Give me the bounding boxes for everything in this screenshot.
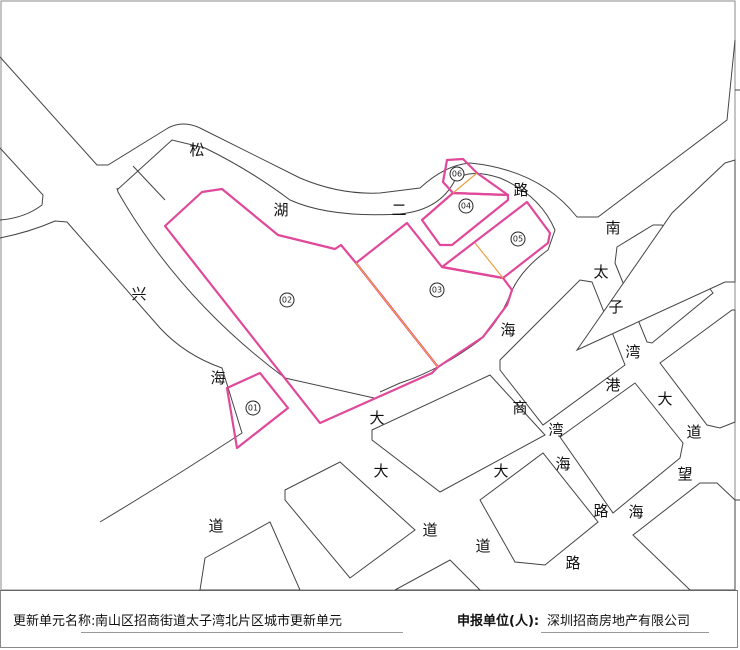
map-frame — [0, 0, 736, 590]
parcel-02-boundary — [163, 187, 440, 425]
road-label: 海 — [210, 369, 225, 387]
road-label: 大 — [657, 390, 672, 408]
parcel-03-boundary — [354, 221, 514, 369]
road-label: 商 — [512, 399, 527, 417]
road-label: 大 — [369, 409, 384, 427]
road-label: 兴 — [131, 285, 146, 303]
road-label: 子 — [608, 298, 623, 316]
svg-text:02: 02 — [282, 296, 292, 305]
parcel-label-06[interactable]: 06 — [449, 166, 465, 182]
unit-name-label: 更新单元名称: — [13, 614, 96, 629]
road-label: 海 — [555, 455, 570, 473]
road-label: 港 — [605, 376, 620, 394]
road-labels: 松 湖 二 路 南 太 子 湾 港 大 道 望 海 兴 海 海 大 商 湾 海 … — [131, 141, 701, 572]
road-label: 松 — [189, 141, 204, 159]
road-label: 道 — [422, 521, 437, 539]
parcel-label-01[interactable]: 01 — [245, 400, 261, 416]
svg-text:05: 05 — [513, 235, 523, 244]
road-label: 望 — [677, 465, 692, 483]
road-label: 路 — [593, 502, 608, 520]
parcel-labels: 01 02 03 04 05 06 — [245, 166, 526, 416]
road-label: 海 — [628, 503, 643, 521]
city-blocks — [199, 159, 736, 590]
parcel-label-02[interactable]: 02 — [279, 292, 295, 308]
road-label: 海 — [500, 321, 515, 339]
road-label: 大 — [373, 462, 388, 480]
road-label: 湾 — [625, 343, 640, 361]
road-label: 湾 — [548, 421, 563, 439]
road-label: 太 — [593, 263, 608, 281]
svg-text:04: 04 — [461, 202, 471, 211]
parcel-divider — [452, 172, 478, 194]
road-label: 路 — [513, 181, 528, 199]
parcel-divider — [474, 242, 504, 279]
svg-text:06: 06 — [452, 170, 462, 179]
road-label: 路 — [565, 554, 580, 572]
urban-renewal-map: 01 02 03 04 05 06 松 湖 二 路 南 太 子 湾 港 大 道 … — [0, 0, 740, 590]
unit-name-value: 南山区招商街道太子湾北片区城市更新单元 — [81, 610, 403, 633]
svg-text:01: 01 — [248, 404, 258, 413]
parcel-boundaries — [163, 157, 552, 450]
road-label: 湖 — [273, 201, 288, 219]
road-label: 道 — [475, 537, 490, 555]
parcel-01-boundary — [225, 371, 290, 450]
parcel-label-04[interactable]: 04 — [458, 198, 474, 214]
parcel-divider — [355, 262, 439, 368]
parcel-label-03[interactable]: 03 — [429, 282, 445, 298]
parcel-label-05[interactable]: 05 — [510, 231, 526, 247]
road-label: 道 — [686, 423, 701, 441]
svg-text:03: 03 — [432, 286, 442, 295]
road-label: 二 — [391, 201, 406, 219]
parcel-05-boundary — [440, 200, 552, 280]
road-label: 大 — [493, 462, 508, 480]
road-label: 道 — [208, 517, 223, 535]
applicant-label: 申报单位(人): — [457, 614, 540, 629]
applicant-value: 深圳招商房地产有限公司 — [541, 610, 709, 633]
map-info-footer: 更新单元名称: 南山区招商街道太子湾北片区城市更新单元 申报单位(人): 深圳招… — [0, 590, 738, 648]
road-label: 南 — [605, 219, 620, 237]
